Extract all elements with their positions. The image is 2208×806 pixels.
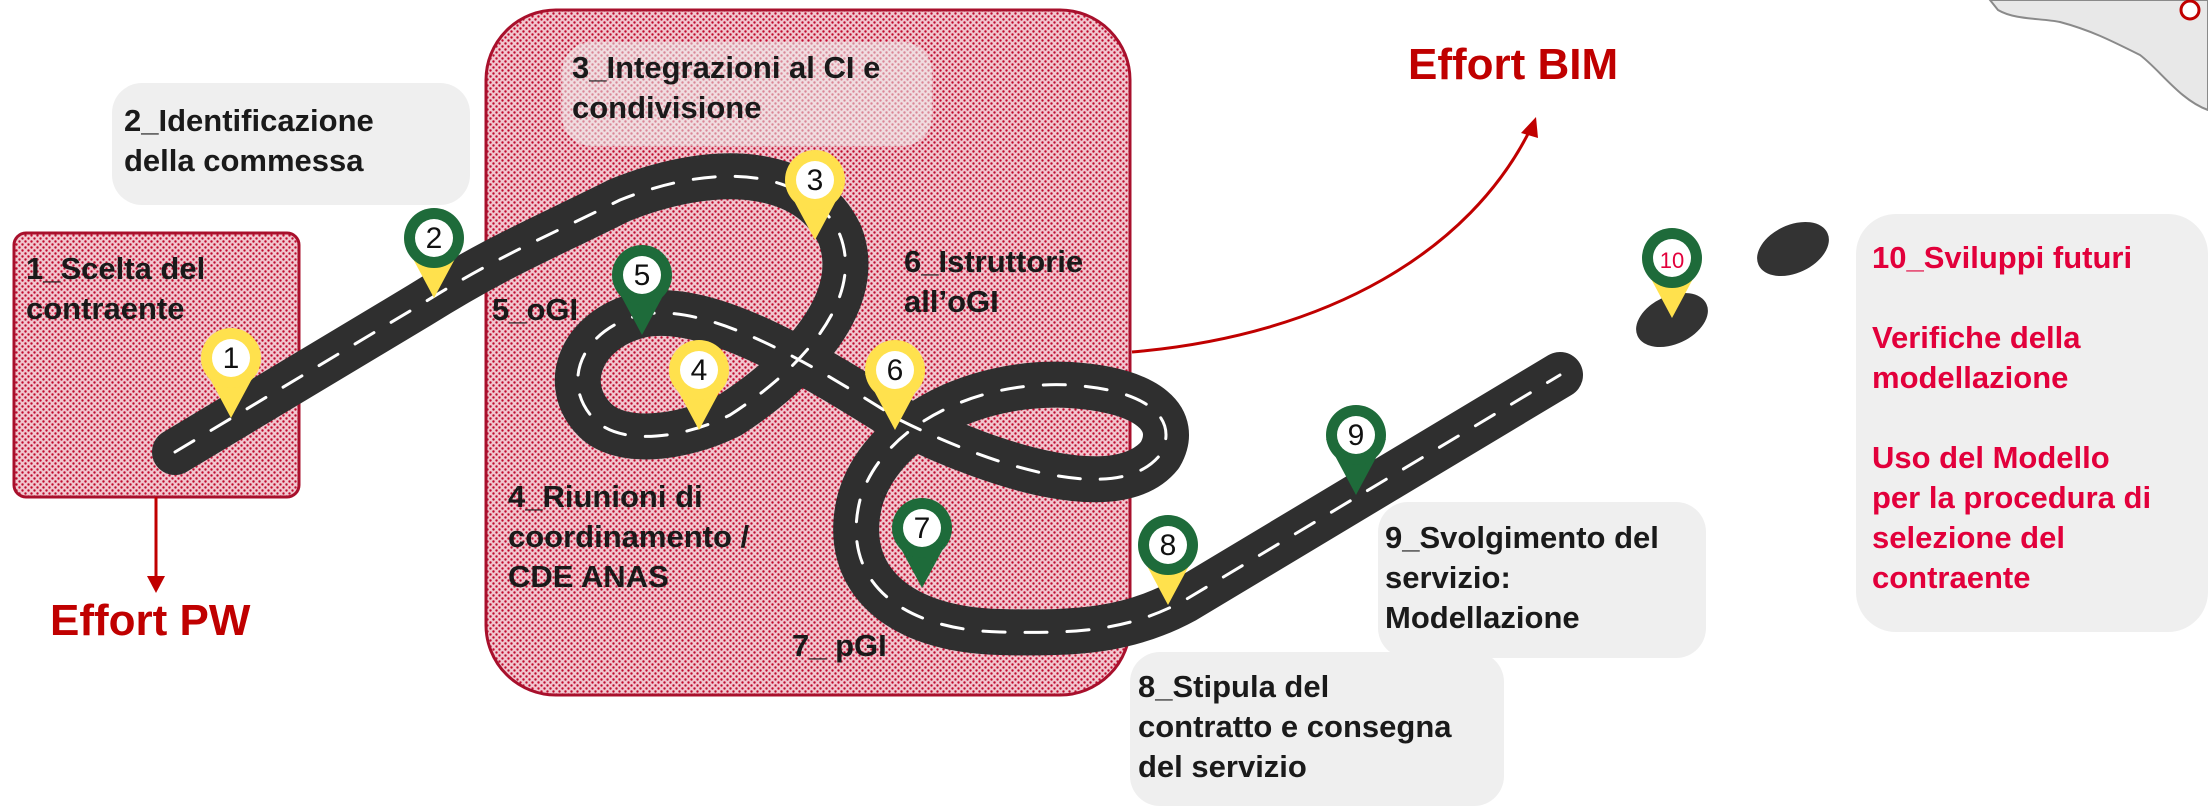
pin-icon-4: 4: [669, 340, 729, 430]
label-box-3: [562, 42, 932, 146]
step-label-7: 7_ pGI: [792, 628, 887, 663]
pin-number: 2: [426, 222, 443, 255]
pin-number: 9: [1348, 419, 1365, 452]
map-marker-icon: [2179, 0, 2201, 21]
pin-number: 3: [807, 164, 824, 197]
pin-icon-8: 8: [1138, 515, 1198, 605]
step-label-5: 5_oGI: [492, 292, 579, 327]
label-box-10: [1856, 214, 2208, 632]
pin-number: 5: [634, 259, 651, 292]
pin-icon-7: 7: [892, 498, 952, 588]
label-box-2: [112, 83, 470, 205]
pin-number: 7: [914, 512, 931, 545]
map-fragment: [1988, 0, 2208, 112]
label-box-8: [1130, 652, 1504, 806]
future-developments: 10_Sviluppi futuri Verifiche della model…: [1872, 238, 2151, 598]
road-fragment: [1757, 221, 1829, 277]
future-item: per la procedura di: [1872, 480, 2152, 515]
pin-number: 10: [1660, 248, 1684, 273]
pin-number: 4: [691, 354, 708, 387]
pin-icon-5: 5: [612, 245, 672, 335]
pin-icon-10: 10: [1642, 228, 1702, 318]
effort-bim-label: Effort BIM: [1408, 40, 1619, 89]
pin-icon-9: 9: [1326, 405, 1386, 495]
effort-pw-label: Effort PW: [50, 596, 251, 645]
future-item: Verifiche della: [1872, 320, 2081, 355]
label-box-9: [1378, 502, 1706, 658]
pin-number: 6: [887, 354, 904, 387]
pin-number: 8: [1160, 529, 1177, 562]
future-item: Uso del Modello: [1872, 440, 2110, 475]
arrow-effort-pw: [147, 497, 165, 593]
step-label-10: 10_Sviluppi futuri: [1872, 240, 2133, 275]
road-fragment: [1636, 292, 1708, 348]
pin-icon-1: 1: [201, 328, 261, 418]
pin-icon-3: 3: [785, 150, 845, 240]
arrow-effort-bim: [1131, 117, 1538, 354]
pin-number: 1: [223, 342, 240, 375]
future-item: modellazione: [1872, 360, 2069, 395]
future-item: selezione del: [1872, 520, 2065, 555]
future-item: contraente: [1872, 560, 2031, 595]
pin-icon-2: 2: [404, 208, 464, 298]
pin-icon-6: 6: [865, 340, 925, 430]
